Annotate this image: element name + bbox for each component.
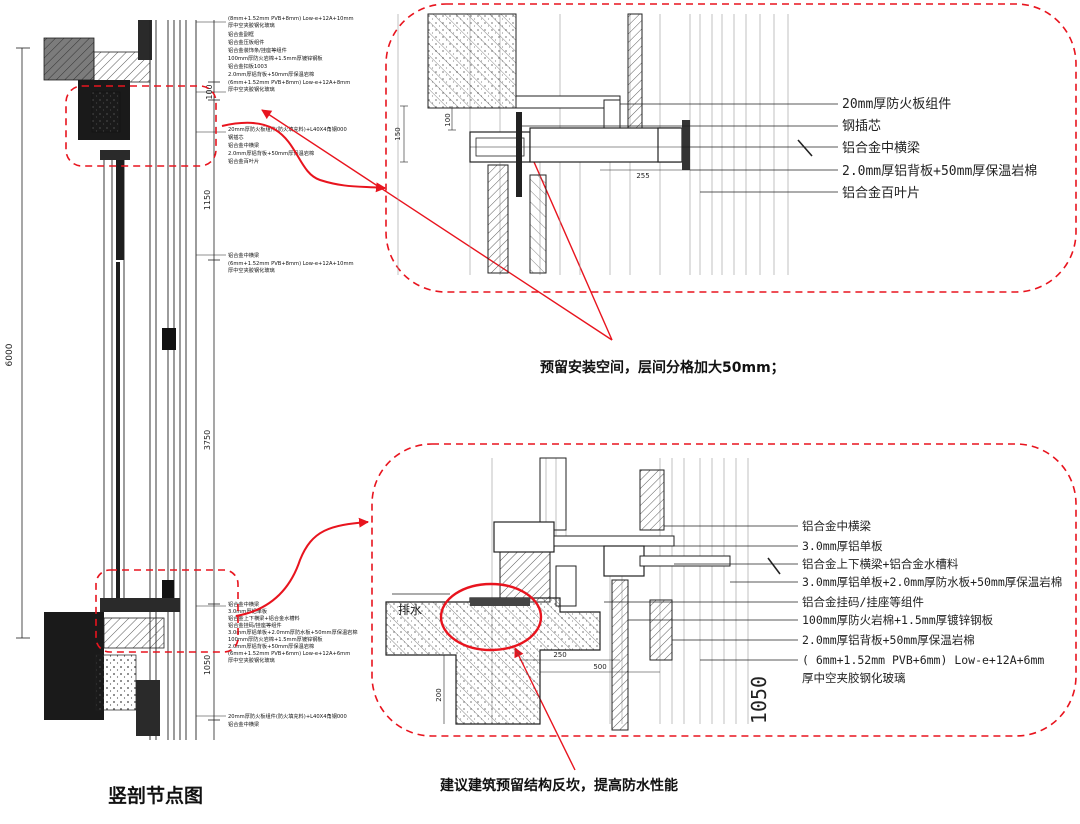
note: 铝合金中横梁 (228, 251, 259, 259)
note: 铝合金扣板1003 (228, 62, 267, 70)
note: 厚中空夹胶钢化玻璃 (228, 21, 275, 29)
detail-bottom-frame (371, 443, 1077, 737)
note: 2.0mm厚铝背板+50mm厚保温岩棉 (228, 149, 314, 157)
figure-title: 竖剖节点图 (108, 784, 203, 807)
detail-bottom-labels: 铝合金中横梁 3.0mm厚铝单板 铝合金上下横梁+铝合金水槽料 3.0mm厚铝单… (802, 519, 1062, 685)
note: 铝合金中横梁 (228, 720, 259, 728)
label-back-panel: 2.0mm厚铝背板+50mm厚保温岩棉 (842, 164, 1037, 179)
note: 铝合金中横梁 (228, 141, 259, 149)
note: 铝合金百叶片 (228, 157, 259, 165)
left-notes-foot: 20mm厚防火板组件(防火填充料)+L40X4角钢000 铝合金中横梁 (228, 712, 347, 728)
note: 2.0mm厚铝背板+50mm厚保温岩棉 (228, 642, 314, 650)
note: 铝合金挂码/挂座等组件 (228, 621, 282, 629)
label-back-panel: 2.0mm厚铝背板+50mm厚保温岩棉 (802, 633, 975, 647)
label-bracket: 铝合金挂码/挂座等组件 (802, 595, 924, 609)
note: 铝合金上下横梁+铝合金水槽料 (228, 614, 300, 622)
note: 铝合金装饰条/挂座等组件 (228, 46, 287, 54)
note: 20mm厚防火板组件(防火填充料)+L40X4角钢000 (228, 712, 347, 720)
curb-highlight-ellipse (439, 582, 543, 652)
dim-100: 100 (444, 113, 452, 126)
callout-top-text: 预留安装空间，层间分格加大50mm； (540, 359, 785, 376)
left-notes-bottom: 铝合金中横梁 3.0mm厚铝单板 铝合金上下横梁+铝合金水槽料 铝合金挂码/挂座… (228, 600, 358, 664)
detail-top-frame (385, 3, 1077, 293)
note: 钢插芯 (228, 133, 244, 141)
label-fireproof-board: 20mm厚防火板组件 (842, 96, 951, 112)
left-notes-top: (8mm+1.52mm PVB+8mm) Low-e+12A+10mm 厚中空夹… (228, 16, 354, 93)
note: (6mm+1.52mm PVB+8mm) Low-e+12A+10mm (228, 261, 354, 267)
note: 20mm厚防火板组件(防火填充料)+L40X4角钢000 (228, 125, 347, 133)
note: 铝合金副框 (228, 30, 254, 38)
note: 铝合金压板组件 (228, 38, 264, 46)
left-notes-glass: 铝合金中横梁 (6mm+1.52mm PVB+8mm) Low-e+12A+10… (228, 251, 354, 274)
label-transom: 铝合金中横梁 (842, 140, 920, 156)
note: 厚中空夹胶钢化玻璃 (228, 85, 275, 93)
label-fire-rockwool: 100mm厚防火岩棉+1.5mm厚镀锌钢板 (802, 613, 994, 627)
connector-top (221, 121, 386, 193)
dim-total: 6000 (5, 343, 15, 366)
detail-bottom: 排水 250 500 200 1050 铝合金中横梁 3.0mm厚铝单板 铝合金… (371, 443, 1077, 737)
highlight-bottom-node (95, 569, 239, 653)
dim-255: 255 (636, 172, 649, 180)
label-beams-gutter: 铝合金上下横梁+铝合金水槽料 (802, 557, 959, 571)
label-panel-waterproof: 3.0mm厚铝单板+2.0mm厚防水板+50mm厚保温岩棉 (802, 575, 1062, 589)
dim-500: 500 (593, 663, 606, 671)
note: (8mm+1.52mm PVB+8mm) Low-e+12A+10mm (228, 16, 354, 22)
dim-250: 250 (553, 651, 566, 659)
note: 3.0mm厚铝单板 (228, 607, 268, 615)
note: 3.0mm厚铝单板+2.0mm厚防水板+50mm厚保温岩棉 (228, 628, 358, 636)
note: 2.0mm厚铝背板+50mm厚保温岩棉 (228, 70, 314, 78)
left-notes-mid: 20mm厚防火板组件(防火填充料)+L40X4角钢000 钢插芯 铝合金中横梁 … (228, 125, 347, 165)
dim-200: 200 (435, 688, 443, 701)
label-aluminum-panel: 3.0mm厚铝单板 (802, 539, 883, 553)
dim-150: 150 (394, 127, 402, 140)
note: 厚中空夹胶钢化玻璃 (228, 656, 275, 664)
dim-1050: 1050 (747, 676, 771, 724)
detail-top: 150 100 255 20mm厚防火板组件 钢插芯 铝合金中横梁 2.0mm厚… (385, 3, 1077, 293)
vertical-section-drawing: 6000 (5, 16, 358, 740)
label-glass-type: 厚中空夹胶钢化玻璃 (802, 671, 906, 685)
drain-label: 排水 (398, 603, 422, 617)
callout-top-arrows (261, 109, 613, 341)
label-steel-core: 钢插芯 (842, 119, 881, 134)
connector-bottom (235, 517, 369, 617)
label-glass: ( 6mm+1.52mm PVB+6mm) Low-e+12A+6mm (802, 653, 1044, 667)
dim-1050: 1050 (203, 655, 212, 675)
label-transom: 铝合金中横梁 (802, 519, 871, 533)
dim-1150: 1150 (203, 190, 212, 210)
callout-bottom-text: 建议建筑预留结构反坎，提高防水性能 (440, 777, 678, 794)
note: 100mm厚防火岩棉+1.5mm厚镀锌钢板 (228, 54, 323, 62)
note: 100mm厚防火岩棉+1.5mm厚镀锌钢板 (228, 635, 323, 643)
label-louver: 铝合金百叶片 (842, 185, 920, 201)
note: 铝合金中横梁 (228, 600, 259, 608)
detail-top-labels: 20mm厚防火板组件 钢插芯 铝合金中横梁 2.0mm厚铝背板+50mm厚保温岩… (842, 96, 1037, 201)
dim-3750: 3750 (203, 430, 212, 450)
note: 厚中空夹胶钢化玻璃 (228, 266, 275, 274)
note: (6mm+1.52mm PVB+6mm) Low-e+12A+6mm (228, 651, 350, 657)
note: (6mm+1.52mm PVB+8mm) Low-e+12A+8mm (228, 80, 350, 86)
